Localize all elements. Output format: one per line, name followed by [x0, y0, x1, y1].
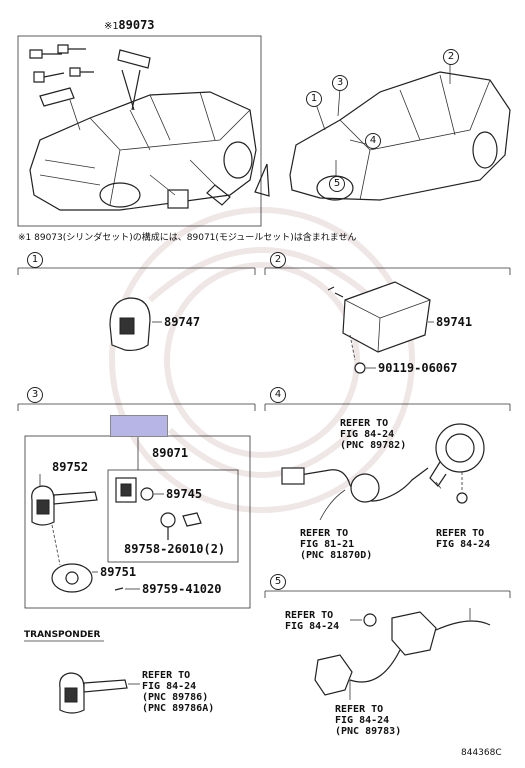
transponder-title: TRANSPONDER: [24, 630, 101, 640]
callout-1: 1: [306, 91, 322, 107]
section-4-drawings: [281, 423, 485, 521]
part-89752-label: 89752: [52, 460, 89, 474]
part-89751-label: 89751: [100, 565, 137, 579]
section-2-number: 2: [270, 252, 286, 268]
footnote-text: ※1 89073(シリンダセット)の構成には、89071(モジュールセット)は含…: [18, 233, 357, 243]
part-89759-label: 89759-41020: [142, 582, 222, 596]
callout-5: 5: [329, 176, 345, 192]
cylinder-set-frame: [17, 35, 262, 227]
callout-4: 4: [365, 133, 381, 149]
highlight-box: [110, 415, 168, 437]
section-3-number: 3: [27, 387, 43, 403]
transponder-key-drawing: [59, 672, 140, 714]
module-set-label: 89071: [152, 446, 189, 460]
section-3-drawings: [31, 474, 202, 593]
part-90119-label: 90119-06067: [378, 361, 458, 375]
part-89741-label: 89741: [436, 315, 473, 329]
section-1-number: 1: [27, 252, 43, 268]
part-89747-label: 89747: [164, 315, 201, 329]
part-89758-label: 89758-26010(2): [124, 542, 226, 556]
figure-code: 844368C: [461, 748, 502, 758]
car-illustration-right: [289, 64, 511, 201]
callout-3: 3: [332, 75, 348, 91]
main-part-label: ※189073: [104, 18, 155, 32]
car-illustration-left: [29, 44, 270, 211]
section-4-number: 4: [270, 387, 286, 403]
module-set-frame: [107, 469, 239, 563]
section-5-drawings: [314, 608, 491, 700]
part-89745-label: 89745: [166, 487, 203, 501]
callout-2: 2: [443, 49, 459, 65]
part-89747-drawing: [109, 297, 162, 352]
section-5-number: 5: [270, 574, 286, 590]
part-89741-drawing: [327, 281, 434, 374]
watermark-emblem: [109, 207, 415, 513]
